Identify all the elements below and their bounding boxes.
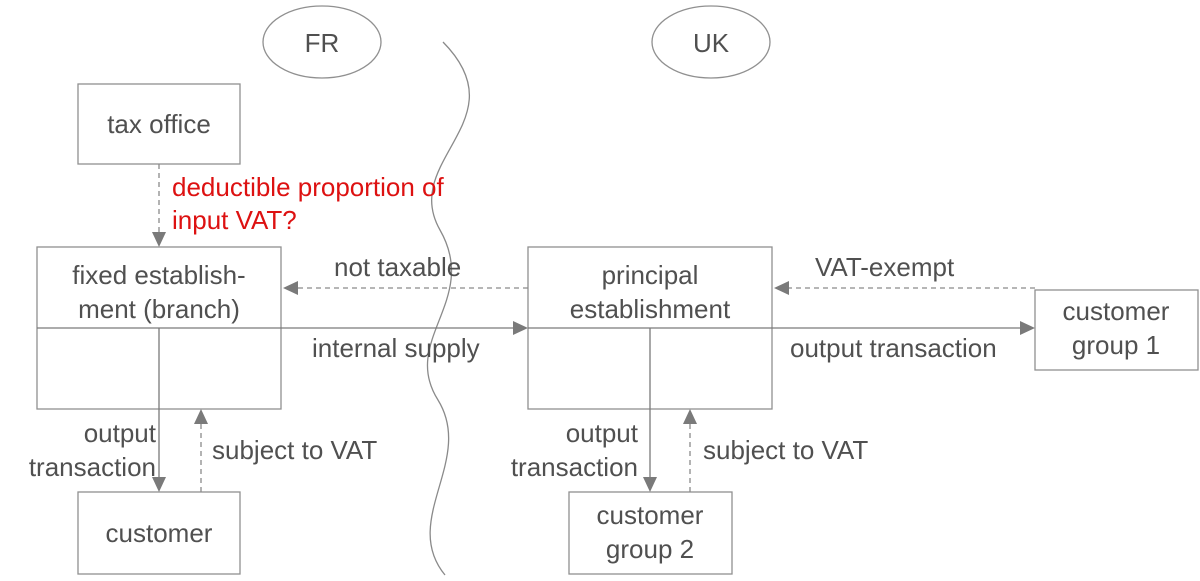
output-transaction-right-label: output transaction — [790, 333, 997, 363]
fr-oval — [262, 5, 382, 79]
customer-box — [77, 491, 241, 575]
output-transaction-center-label-1: output — [566, 418, 639, 448]
subject-to-vat-center-arrowhead — [683, 409, 697, 424]
customer-group-1-label-2: group 1 — [1072, 330, 1160, 360]
customer-label: customer — [106, 518, 213, 548]
question-label-1: deductible proportion of — [172, 172, 445, 202]
customer-group-1-box — [1034, 289, 1199, 371]
vat-exempt-arrowhead — [774, 281, 789, 295]
uk-oval — [651, 5, 771, 79]
not-taxable-arrowhead — [283, 281, 298, 295]
tax-office-label: tax office — [107, 109, 211, 139]
vat-exempt-label: VAT-exempt — [815, 252, 955, 282]
customer-group-2-box — [568, 491, 733, 575]
customer-group-2-label-1: customer — [597, 500, 704, 530]
question-label-2: input VAT? — [172, 205, 297, 235]
principal-establishment-label-1: principal — [602, 260, 699, 290]
border-line — [426, 41, 470, 576]
internal-supply-arrowhead — [513, 321, 528, 335]
not-taxable-label: not taxable — [334, 252, 461, 282]
subject-to-vat-center-label: subject to VAT — [703, 435, 868, 465]
country-uk-label: UK — [693, 28, 730, 58]
output-transaction-left-label-2: transaction — [29, 452, 156, 482]
customer-group-2-label-2: group 2 — [606, 534, 694, 564]
internal-supply-label: internal supply — [312, 333, 480, 363]
customer-group-1-label-1: customer — [1063, 296, 1170, 326]
fixed-establishment-label-2: ment (branch) — [78, 294, 240, 324]
country-fr-label: FR — [305, 28, 340, 58]
output-transaction-right-arrowhead — [1020, 321, 1035, 335]
tax-office-arrowhead — [152, 232, 166, 247]
output-transaction-center-arrowhead — [643, 477, 657, 492]
principal-establishment-label-2: establishment — [570, 294, 731, 324]
output-transaction-center-label-2: transaction — [511, 452, 638, 482]
subject-to-vat-left-label: subject to VAT — [212, 435, 377, 465]
output-transaction-left-arrowhead — [152, 477, 166, 492]
output-transaction-left-label-1: output — [84, 418, 157, 448]
fixed-establishment-label-1: fixed establish- — [72, 260, 245, 290]
subject-to-vat-left-arrowhead — [194, 409, 208, 424]
